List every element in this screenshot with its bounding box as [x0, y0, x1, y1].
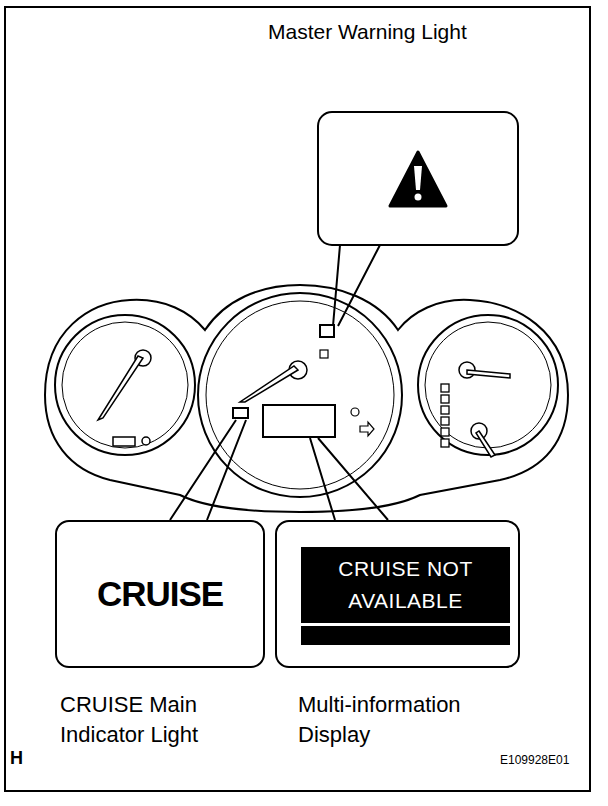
figure-number: E109928E01 [500, 753, 569, 767]
speedometer-rim [206, 301, 394, 489]
display-callout-box: Multi-information DisplayCRUISE NOT AVAI… [275, 520, 520, 668]
callout-caption: Multi-information Display [298, 690, 518, 750]
indicator-lamp [351, 408, 359, 416]
fuel-segment [441, 384, 449, 392]
fuel-segment [441, 406, 449, 414]
tachometer [55, 315, 195, 455]
fuel-segment [441, 439, 449, 447]
warning-dot [415, 194, 422, 201]
frame [5, 7, 590, 791]
needle [240, 366, 298, 402]
fuel-segment [441, 417, 449, 425]
gauge-rim [425, 322, 551, 448]
fuel-bar-graph [441, 384, 449, 447]
multi-information-display [263, 405, 335, 437]
indicator-lamp [320, 350, 328, 358]
indicator-text: CRUISE [57, 574, 263, 614]
needle [98, 356, 143, 420]
cruise-indicator [233, 408, 248, 418]
callout-label: Master Warning Light [268, 20, 467, 44]
display-screen: CRUISE NOT AVAILABLE [301, 547, 510, 645]
needle [467, 370, 510, 378]
warning-triangle [390, 152, 446, 206]
warning-callout-box [318, 112, 518, 245]
callout-caption: CRUISE Main Indicator Light [60, 690, 270, 750]
tachometer-rim [62, 322, 188, 448]
fuel-segment [441, 395, 449, 403]
cluster-housing [45, 285, 568, 512]
needle [476, 431, 495, 457]
master-warning-light [320, 325, 334, 337]
gauge [418, 315, 558, 455]
warning-mark [414, 166, 422, 190]
trip-knob [142, 437, 150, 445]
fuel-segment [441, 428, 449, 436]
display-divider [301, 623, 510, 626]
indicator-callout-box: CRUISECRUISE Main Indicator Light [55, 520, 265, 668]
odometer-window [113, 437, 135, 446]
leader-lines [170, 245, 388, 520]
sheet-mark: H [10, 748, 23, 769]
display-message: CRUISE NOT AVAILABLE [301, 547, 510, 617]
turn-arrow [360, 422, 374, 436]
